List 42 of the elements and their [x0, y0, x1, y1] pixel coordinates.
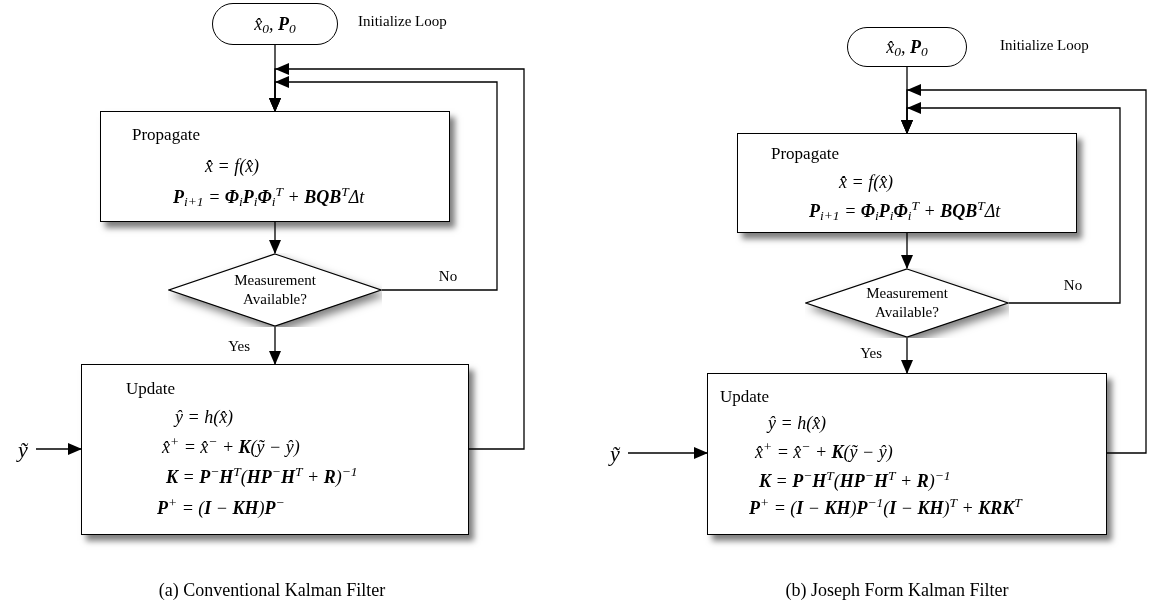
arrow — [901, 337, 913, 374]
box-heading: Update — [126, 379, 176, 398]
arrow — [269, 326, 281, 365]
decision-diamond — [805, 268, 1009, 338]
equation: P$_{i+1}$ = Φ$_{i}$P$_{i}$Φ$_{i}$$^{T}$ + BQB$^{T}$Δt — [173, 187, 365, 207]
figure-caption: (a) Conventional Kalman Filter — [158, 579, 386, 601]
box-heading: Propagate — [771, 144, 839, 163]
equation: P$^{+}$ = (I − KH)P$^{−1}$(I − KH)$^{T}$ + KRK$^{T}$ — [749, 498, 1022, 518]
process-box — [100, 111, 450, 222]
terminal-label: x̂$_{0}$, P$_{0}$ — [254, 12, 296, 38]
decision-diamond — [168, 253, 382, 327]
arrow — [901, 84, 1147, 454]
figure-caption: (b) Joseph Form Kalman Filter — [785, 579, 1009, 601]
process-box — [81, 364, 469, 535]
equation: P$_{i+1}$ = Φ$_{i}$P$_{i}$Φ$_{i}$$^{T}$ + BQB$^{T}$Δt — [809, 201, 1001, 221]
annotation-text: Initialize Loop — [1000, 36, 1089, 54]
arrow — [269, 221, 281, 254]
arrow — [269, 63, 525, 450]
input-label: ỹ — [610, 439, 620, 468]
arrow — [901, 232, 913, 269]
terminal-pill — [212, 3, 338, 45]
equation: ŷ = h(x̂) — [175, 407, 234, 427]
decision-text: Measurement Available? — [865, 284, 949, 322]
equation: x̂̇ = f(x̂) — [205, 156, 260, 176]
process-box — [737, 133, 1077, 233]
box-heading: Propagate — [132, 125, 200, 144]
input-label: ỹ — [18, 435, 28, 464]
equation: K = P$^{−}$H$^{T}$(HP$^{−}$H$^{T}$ + R)$^{−1}$ — [166, 467, 358, 487]
arrow — [35, 443, 82, 455]
box-heading: Update — [720, 387, 770, 406]
terminal-pill — [847, 27, 967, 67]
equation: K = P$^{−}$H$^{T}$(HP$^{−}$H$^{T}$ + R)$^{−1}$ — [759, 471, 951, 491]
equation: P$^{+}$ = (I − KH)P$^{−}$ — [157, 498, 285, 518]
terminal-label: x̂$_{0}$, P$_{0}$ — [886, 35, 928, 61]
equation: x̂$^{+}$ = x̂$^{−}$ + K(ỹ − ŷ) — [755, 442, 893, 462]
equation: x̂$^{+}$ = x̂$^{−}$ + K(ỹ − ŷ) — [162, 437, 300, 457]
process-box — [707, 373, 1107, 535]
equation: ŷ = h(x̂) — [768, 413, 827, 433]
equation: x̂̇ = f(x̂) — [839, 172, 894, 192]
arrow — [627, 447, 708, 459]
decision-text: Measurement Available? — [233, 271, 317, 309]
annotation-text: Initialize Loop — [358, 12, 447, 30]
